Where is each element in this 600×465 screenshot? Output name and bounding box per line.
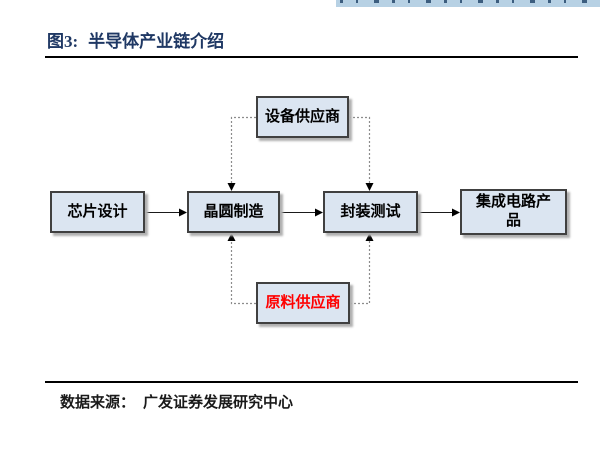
- figure-number-label: 图3:: [47, 32, 79, 51]
- node-ic-products-label: 集成电路产品: [475, 193, 551, 229]
- figure-title: 图3: 半导体产业链介绍: [47, 27, 224, 52]
- clipped-header-glyphs: [340, 0, 600, 3]
- node-wafer-manufacturing: 晶圆制造: [187, 191, 280, 233]
- node-packaging-testing: 封装测试: [323, 191, 418, 233]
- edge-chip-to-wafer: [145, 208, 187, 217]
- node-material-supplier: 原料供应商: [256, 282, 350, 324]
- title-divider: [45, 56, 578, 58]
- edge-equipment-to-wafer: [227, 116, 256, 191]
- footer-divider: [45, 381, 578, 383]
- node-chip-design: 芯片设计: [50, 191, 145, 233]
- node-equipment-supplier: 设备供应商: [256, 96, 349, 138]
- edge-material-to-wafer: [227, 233, 256, 305]
- data-source-text: 广发证券发展研究中心: [143, 395, 294, 411]
- edge-equipment-to-packaging: [349, 116, 374, 191]
- edge-wafer-to-packaging: [280, 208, 323, 217]
- data-source-label: 数据来源：: [60, 395, 136, 411]
- clipped-header-bar: [336, 0, 600, 7]
- node-packaging-testing-label: 封装测试: [340, 202, 401, 220]
- edge-packaging-to-ic: [418, 208, 460, 217]
- node-material-supplier-label: 原料供应商: [265, 293, 341, 311]
- node-equipment-supplier-label: 设备供应商: [264, 107, 340, 125]
- node-ic-products: 集成电路产品: [460, 189, 567, 235]
- edge-material-to-packaging: [350, 233, 374, 305]
- data-source: 数据来源： 广发证券发展研究中心: [60, 391, 293, 412]
- node-wafer-manufacturing-label: 晶圆制造: [203, 202, 264, 220]
- figure-title-text: 半导体产业链介绍: [88, 32, 225, 51]
- node-chip-design-label: 芯片设计: [67, 202, 128, 220]
